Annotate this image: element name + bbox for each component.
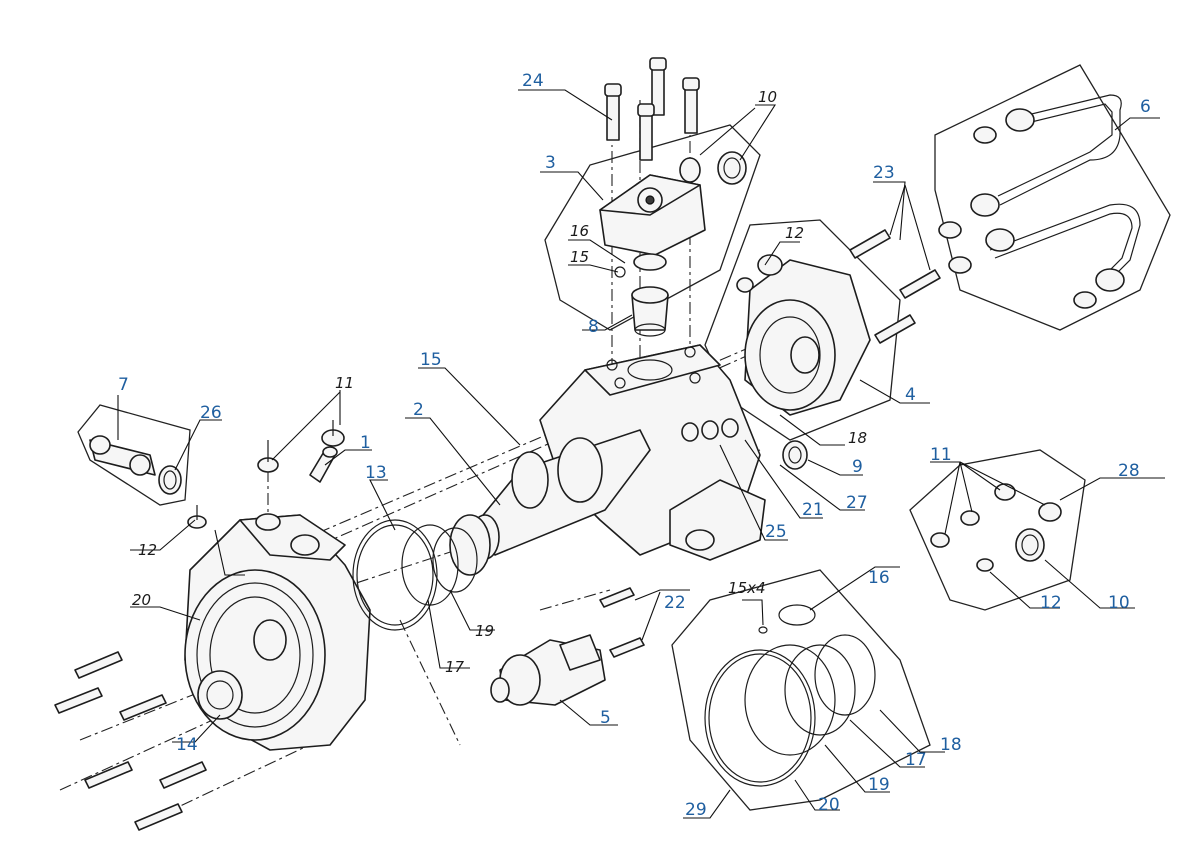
sleeve xyxy=(631,286,669,337)
valve-bolts-22 xyxy=(599,587,645,658)
callout-25: 25 xyxy=(765,522,787,542)
callout-5: 5 xyxy=(600,708,611,728)
seal-ring-17b xyxy=(814,634,876,716)
callout-10-top: 10 xyxy=(758,88,777,106)
metering-valve xyxy=(490,634,606,706)
assembly-axis-cover xyxy=(59,679,301,791)
callout-10-right: 10 xyxy=(1108,593,1130,613)
drive-shaft xyxy=(449,429,651,576)
callout-12-left: 12 xyxy=(138,541,157,559)
callout-26: 26 xyxy=(200,403,222,423)
callout-labels: 24 3 10 6 23 12 16 15 8 4 15 2 18 9 27 2… xyxy=(118,71,1151,820)
callout-9: 9 xyxy=(852,457,863,477)
ring-26-inner xyxy=(163,470,177,490)
callout-11-left: 11 xyxy=(335,374,354,392)
seal-ring-13-inner xyxy=(356,524,434,626)
bushing-9 xyxy=(782,440,808,470)
seal-ring-19b xyxy=(784,644,856,736)
assembly-axis-seal xyxy=(399,619,461,746)
callout-15-top: 15 xyxy=(570,248,589,266)
callout-19-mid: 19 xyxy=(475,622,494,640)
seal-ring-16 xyxy=(778,604,816,626)
seal-ring-19 xyxy=(432,527,478,593)
front-cover xyxy=(184,513,371,751)
callout-6: 6 xyxy=(1140,97,1151,117)
group-outline-pipes xyxy=(934,64,1171,331)
callout-29: 29 xyxy=(685,800,707,820)
callout-19-right: 19 xyxy=(868,775,890,795)
cover-bolts xyxy=(54,651,207,831)
plug-1 xyxy=(309,446,338,483)
callout-24: 24 xyxy=(522,71,544,91)
callout-27: 27 xyxy=(846,493,868,513)
callout-12-top: 12 xyxy=(785,224,804,242)
callout-21: 21 xyxy=(802,500,824,520)
callout-17-right: 17 xyxy=(905,750,927,770)
screw-12-left xyxy=(187,505,207,529)
top-bolts xyxy=(604,57,700,161)
callout-1: 1 xyxy=(360,433,371,453)
seal-ring-20 xyxy=(744,644,836,756)
callout-16-right: 16 xyxy=(868,568,890,588)
seal-ring-29 xyxy=(704,649,816,787)
callout-20-right: 20 xyxy=(818,795,840,815)
group-outline-seals xyxy=(671,569,931,811)
callout-12-right: 12 xyxy=(1040,593,1062,613)
callout-15x4: 15x4 xyxy=(728,579,766,597)
seal-ring-29-inner xyxy=(708,653,812,783)
seal-ring-15x4 xyxy=(758,626,768,634)
flange-bolts xyxy=(849,229,941,344)
callout-3: 3 xyxy=(545,153,556,173)
callout-18-mid: 18 xyxy=(848,429,867,447)
callout-17-mid: 17 xyxy=(445,658,465,676)
ring-26 xyxy=(158,465,182,495)
seal-ring-17 xyxy=(401,524,459,606)
group-outline-fitting xyxy=(77,404,191,506)
pump-flange xyxy=(736,254,871,416)
callout-18-right: 18 xyxy=(940,735,962,755)
callout-14: 14 xyxy=(176,735,198,755)
seal-ring-13 xyxy=(352,519,438,631)
inlet-fitting xyxy=(89,435,156,476)
callout-22: 22 xyxy=(664,593,686,613)
leader-lines xyxy=(117,89,1165,819)
callout-7: 7 xyxy=(118,375,129,395)
callout-23: 23 xyxy=(873,163,895,183)
group-outline-pressure-valve xyxy=(544,124,761,331)
callout-16-top: 16 xyxy=(570,222,589,240)
screws-11 xyxy=(257,420,345,473)
valve-block xyxy=(599,151,747,278)
callout-13: 13 xyxy=(365,463,387,483)
callout-20-left: 20 xyxy=(132,591,151,609)
callout-8: 8 xyxy=(588,317,599,337)
callout-2: 2 xyxy=(413,400,424,420)
group-outline-small-parts xyxy=(909,449,1086,611)
callout-28: 28 xyxy=(1118,461,1140,481)
callout-4: 4 xyxy=(905,385,916,405)
callout-11-right: 11 xyxy=(930,445,952,465)
callout-15-mid: 15 xyxy=(420,350,442,370)
small-parts-kit xyxy=(930,483,1062,572)
fuel-pipes xyxy=(938,94,1141,309)
